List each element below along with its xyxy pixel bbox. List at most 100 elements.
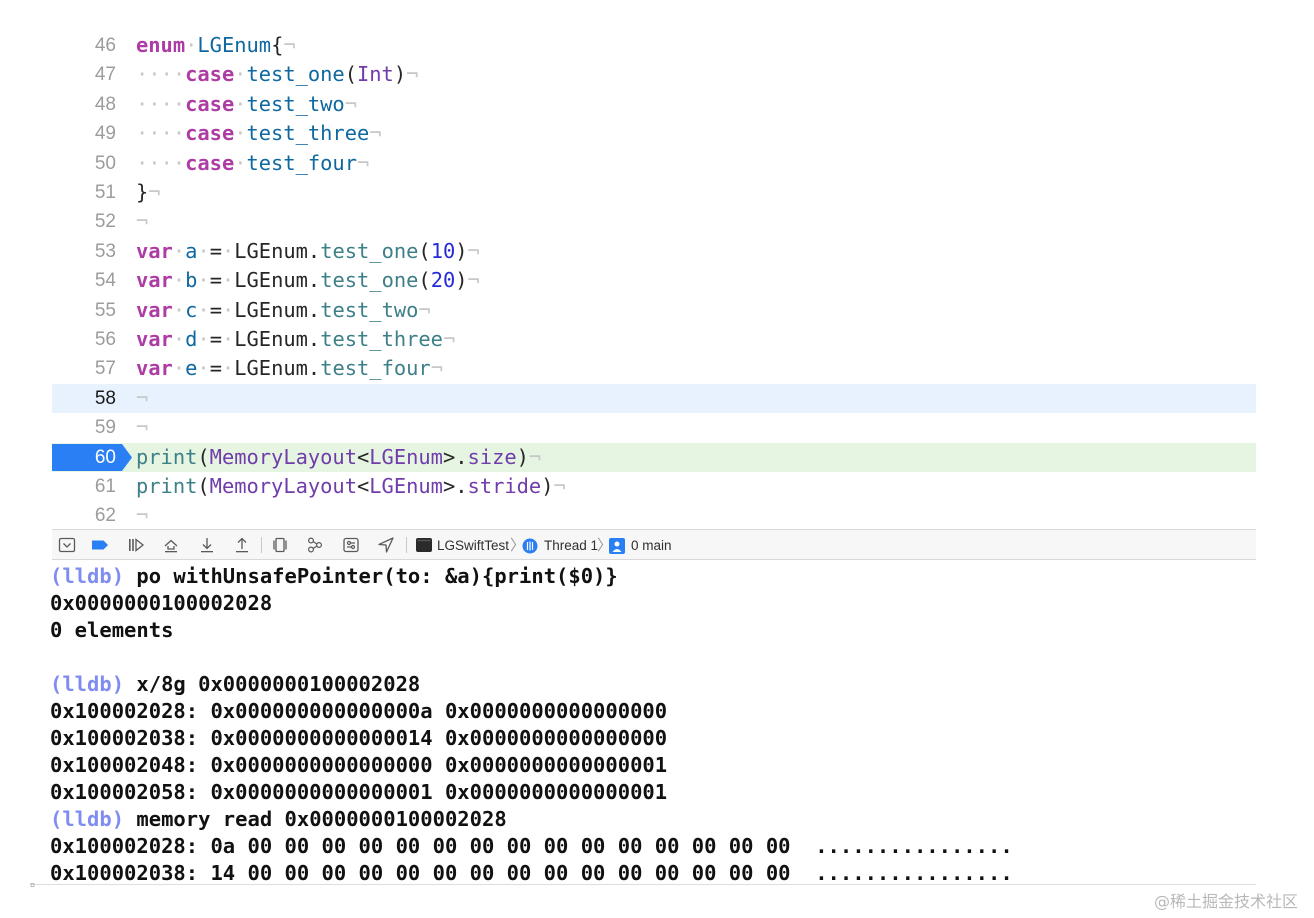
location-arrow-icon	[378, 537, 394, 553]
code-text: ¬	[136, 413, 148, 442]
line-number: 51	[94, 182, 116, 203]
step-over-button[interactable]	[160, 535, 182, 555]
code-token: LGEnum.	[234, 238, 321, 263]
breadcrumb-frame[interactable]: 0 main	[631, 538, 672, 553]
step-into-button[interactable]	[196, 535, 218, 555]
code-token: b	[185, 268, 198, 293]
code-token: LGEnum.	[234, 327, 321, 351]
code-token: LGEnum.	[234, 268, 321, 293]
code-line[interactable]: 50····case·test_four¬	[52, 149, 1256, 178]
code-token: ·	[221, 327, 235, 351]
code-text: print(MemoryLayout<LGEnum>.stride)¬	[136, 472, 566, 501]
code-token: ¬	[442, 327, 456, 351]
simulate-location-button[interactable]	[375, 535, 397, 555]
code-line[interactable]: 52¬	[52, 207, 1256, 236]
code-token: LGEnum.	[234, 297, 321, 322]
console-output: 0 elements	[50, 617, 173, 644]
step-over-icon	[164, 539, 178, 553]
breadcrumb-target[interactable]: LGSwiftTest	[437, 538, 510, 553]
code-token: d	[185, 327, 198, 351]
console-text: po withUnsafePointer(to: &a){print($0)}	[124, 564, 618, 588]
code-token: ¬	[136, 209, 149, 234]
memory-graph-button[interactable]	[304, 535, 326, 555]
view-hierarchy-icon	[273, 537, 287, 553]
code-token: 10	[430, 238, 456, 263]
step-out-button[interactable]	[231, 535, 253, 555]
code-token: ·	[234, 121, 247, 146]
code-token: ¬	[344, 91, 357, 116]
code-token: ¬	[148, 180, 161, 204]
code-line[interactable]: 48····case·test_two¬	[52, 90, 1256, 119]
console-output: 0x0000000100002028	[50, 590, 272, 617]
code-line[interactable]: 61 print(MemoryLayout<LGEnum>.stride)¬	[52, 472, 1256, 501]
code-line[interactable]: 58¬	[52, 383, 1256, 414]
breakpoint-icon	[52, 443, 132, 471]
console-command: (lldb) x/8g 0x0000000100002028	[50, 671, 420, 698]
code-line[interactable]: 51}¬	[52, 178, 1256, 207]
line-number: 47	[94, 64, 116, 86]
panel-toggle-icon	[58, 537, 76, 553]
code-token: ····	[136, 62, 186, 87]
code-token: (	[197, 474, 210, 498]
code-token: =	[209, 327, 222, 351]
breakpoint-marker[interactable]: 60	[52, 443, 132, 471]
code-token: ¬	[136, 415, 149, 440]
code-token: (	[197, 444, 210, 469]
code-text: ¬	[136, 384, 148, 413]
code-token: =	[209, 356, 222, 381]
code-token: Int	[357, 62, 394, 87]
code-token: var	[136, 238, 173, 263]
view-hierarchy-button[interactable]	[269, 535, 291, 555]
console-text: 0x100002028: 0x000000000000000a 0x000000…	[50, 699, 668, 723]
continue-button[interactable]	[125, 535, 147, 555]
code-text: ····case·test_four¬	[136, 149, 369, 178]
line-number: 61	[94, 476, 116, 497]
code-line[interactable]: 49····case·test_three¬	[52, 119, 1256, 148]
code-token: ¬	[418, 297, 431, 322]
code-token: ·	[172, 297, 186, 322]
code-text: print(MemoryLayout<LGEnum>.size)¬	[136, 443, 541, 472]
code-token: ····	[136, 150, 186, 175]
continue-icon	[129, 538, 145, 552]
code-token: ·	[172, 327, 186, 351]
console-output: 0x100002058: 0x0000000000000001 0x000000…	[50, 779, 667, 806]
code-token: size	[467, 444, 517, 469]
code-line[interactable]: 59¬	[52, 413, 1256, 442]
stack-frame-icon	[609, 538, 625, 554]
code-token: ¬	[369, 121, 382, 146]
line-number: 49	[94, 123, 116, 145]
code-token: <	[357, 474, 370, 498]
chevron-right-icon: 〉	[510, 537, 526, 554]
watermark: @稀土掘金技术社区	[1153, 892, 1298, 911]
hide-debug-area-button[interactable]	[56, 535, 78, 555]
code-token: ·	[172, 356, 186, 381]
code-line[interactable]: 47····case·test_one(Int)¬	[52, 60, 1256, 89]
code-token: }	[136, 180, 149, 204]
footer-glyph: ¤	[30, 880, 36, 890]
debug-console[interactable]: (lldb) po withUnsafePointer(to: &a){prin…	[0, 560, 1314, 885]
code-token: e	[185, 356, 198, 381]
lldb-prompt: (lldb)	[50, 564, 125, 588]
code-token: (	[344, 62, 357, 87]
code-token: ·	[234, 91, 247, 116]
code-token: >.	[442, 474, 468, 498]
breadcrumb-thread[interactable]: Thread 1	[544, 538, 599, 553]
chevron-right-icon: 〉	[597, 537, 613, 554]
code-line[interactable]: 62¬	[52, 501, 1256, 530]
code-token: enum	[136, 33, 186, 57]
code-token: var	[136, 327, 173, 351]
environment-overrides-button[interactable]	[340, 535, 362, 555]
code-token: ····	[136, 91, 186, 116]
code-token: stride	[467, 474, 542, 498]
code-token: ¬	[406, 62, 419, 87]
breakpoints-toggle-button[interactable]	[89, 535, 111, 555]
console-text: 0x100002038: 0x0000000000000014 0x000000…	[50, 726, 668, 750]
